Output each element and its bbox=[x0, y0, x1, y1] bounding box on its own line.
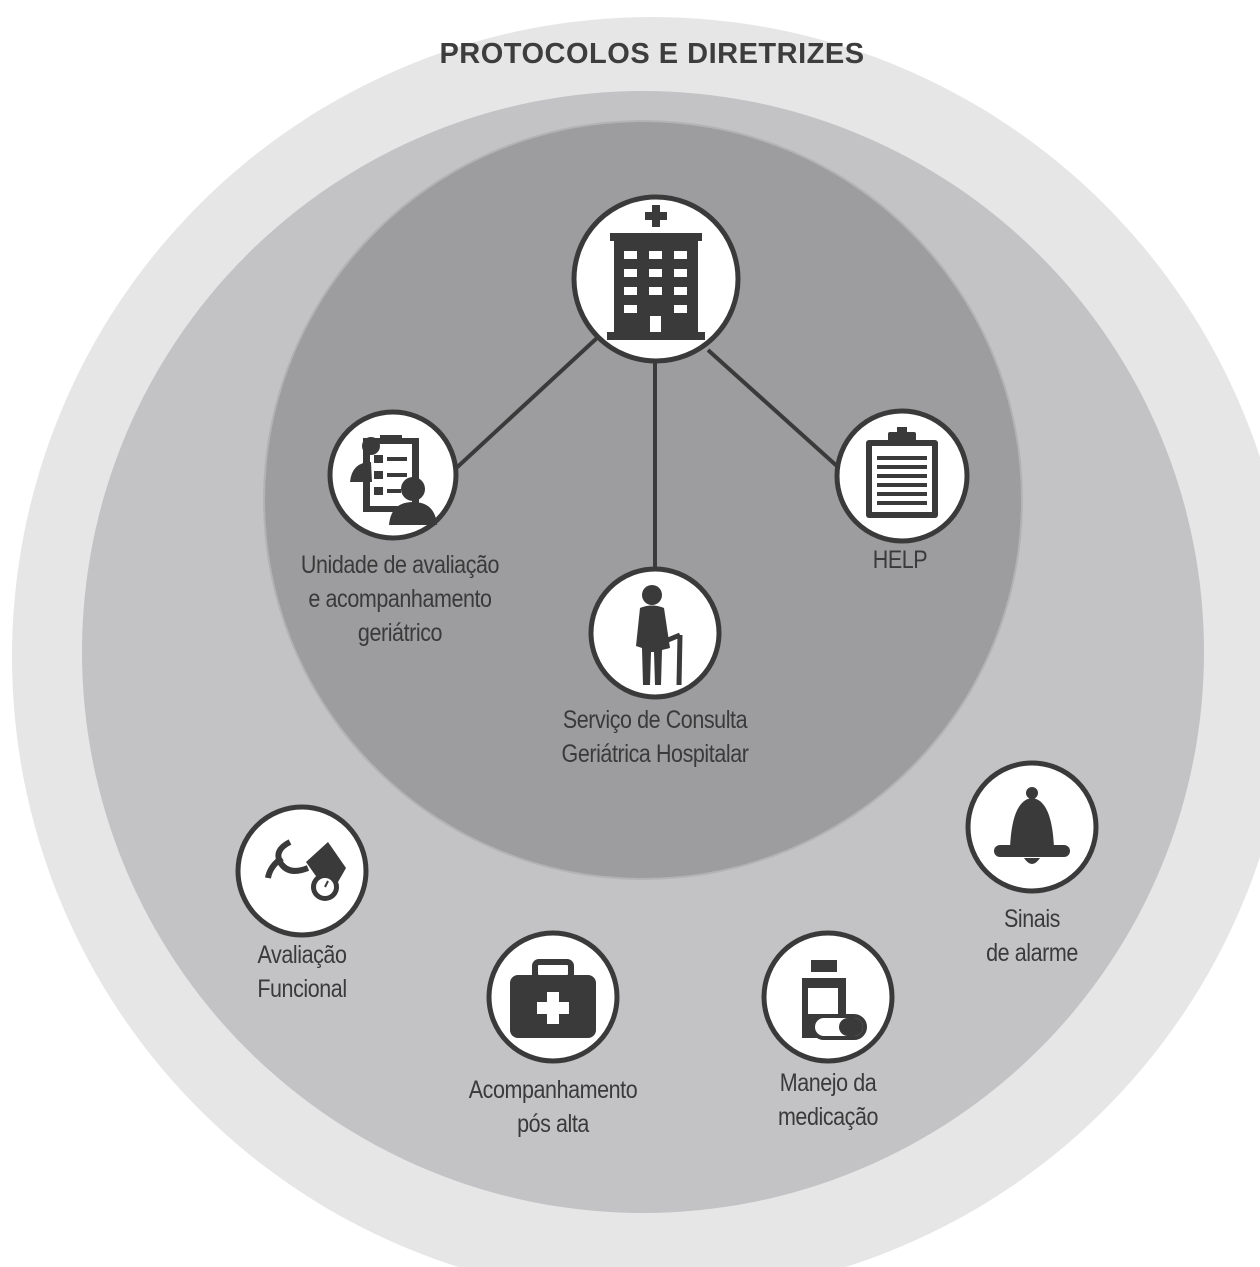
label-help: HELP bbox=[872, 546, 928, 574]
medical-kit-icon bbox=[486, 930, 620, 1064]
label-servico: Serviço de Consulta Geriátrica Hospitala… bbox=[561, 706, 749, 768]
hospital-building-icon bbox=[571, 194, 741, 364]
clipboard-icon bbox=[834, 408, 970, 544]
diagram-title: PROTOCOLOS E DIRETRIZES bbox=[439, 38, 865, 70]
connector-unidade bbox=[450, 336, 599, 474]
medicine-bottle-pill-icon bbox=[761, 930, 895, 1064]
label-acompanhamento: Acompanhamento pós alta bbox=[468, 1076, 638, 1138]
connector-help bbox=[706, 348, 840, 469]
label-unidade: Unidade de avaliação e acompanhamento ge… bbox=[300, 551, 500, 647]
elderly-person-cane-icon bbox=[588, 566, 722, 700]
checklist-person-icon bbox=[327, 409, 459, 541]
connectors bbox=[450, 336, 840, 570]
blood-pressure-monitor-icon bbox=[235, 804, 369, 938]
label-avaliacao: Avaliação Funcional bbox=[257, 941, 347, 1003]
core-circle bbox=[265, 122, 1021, 878]
alarm-bell-icon bbox=[965, 760, 1099, 894]
label-manejo: Manejo da medicação bbox=[777, 1069, 879, 1131]
label-sinais: Sinais de alarme bbox=[986, 905, 1078, 967]
